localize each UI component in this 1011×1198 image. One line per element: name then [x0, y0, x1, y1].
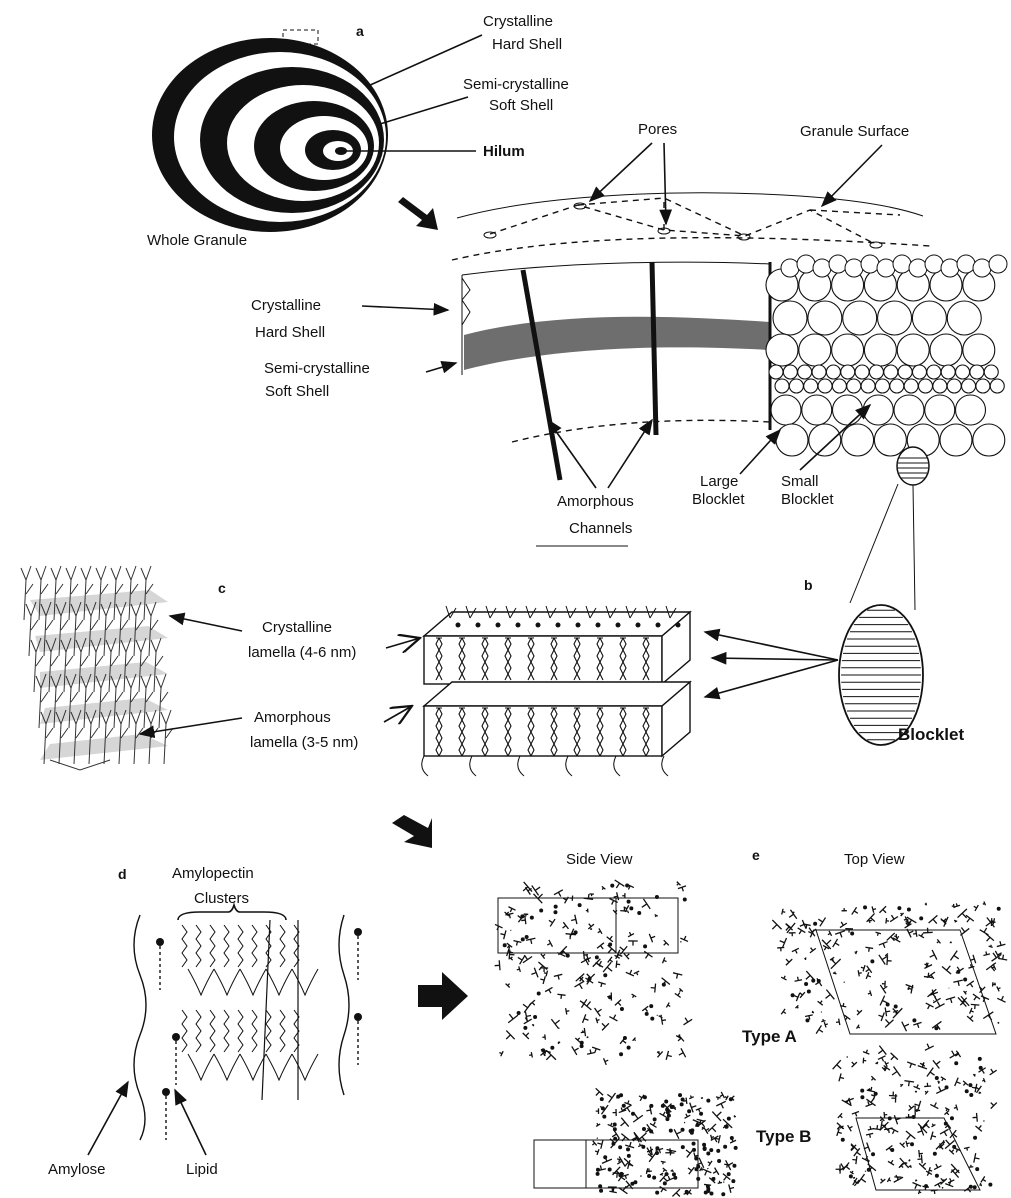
label-type-b: Type B: [756, 1127, 811, 1146]
label-crystalline-lamella-1: Crystalline: [262, 619, 332, 636]
label-crystalline-lamella-2: lamella (4-6 nm): [248, 644, 356, 661]
label-crystalline-a: Crystalline: [483, 13, 553, 30]
arrow-to-d: [392, 815, 432, 848]
label-amylose: Amylose: [48, 1161, 106, 1178]
leader-large-blocklet: [740, 430, 780, 474]
panel-letter-a: a: [356, 23, 364, 39]
panel-letter-b: b: [804, 577, 813, 593]
leader-semi-crystalline-left: [426, 363, 456, 372]
label-pores: Pores: [638, 121, 677, 138]
label-amorphous: Amorphous: [557, 493, 634, 510]
label-hilum: Hilum: [483, 143, 525, 160]
blocklet-grid: [766, 255, 1007, 456]
arrow-amorphous-lamella: [384, 706, 412, 722]
amylopectin-cluster-schematic: [134, 915, 362, 1140]
label-amorphous-lamella-1: Amorphous: [254, 709, 331, 726]
label-blocklet-small: Blocklet: [781, 491, 834, 508]
granule-section: [462, 262, 770, 480]
panel-letter-d: d: [118, 866, 127, 882]
arrow-crystalline-lamella: [386, 638, 420, 648]
label-hard-shell-a: Hard Shell: [492, 36, 562, 53]
selected-blocklet: [897, 447, 929, 485]
arrow-blocklet-3: [705, 660, 838, 697]
arrow-to-section: [398, 197, 438, 230]
leader-pores-1: [590, 143, 652, 201]
label-side-view: Side View: [566, 851, 633, 868]
leader-amylose: [88, 1082, 128, 1155]
label-amylopectin: Amylopectin: [172, 865, 254, 882]
label-blocklet: Blocklet: [898, 725, 964, 744]
leader-lipid: [175, 1090, 206, 1155]
label-crystalline-left: Crystalline: [251, 297, 321, 314]
leader-semi-crystalline: [380, 97, 468, 124]
panel-letter-e: e: [752, 847, 760, 863]
lamella-stack: [422, 606, 690, 776]
label-lipid: Lipid: [186, 1161, 218, 1178]
leader-amorphous-2: [608, 420, 652, 488]
label-granule-surface: Granule Surface: [800, 123, 909, 140]
label-clusters: Clusters: [194, 890, 249, 907]
label-soft-shell-a: Soft Shell: [489, 97, 553, 114]
blocklet-zoom-line-2: [913, 485, 915, 610]
leader-amorphous-lamella: [140, 718, 242, 734]
arrow-blocklet-2: [712, 658, 838, 660]
blocklet-zoom-line-1: [850, 484, 898, 603]
label-soft-shell-left: Soft Shell: [265, 383, 329, 400]
leader-granule-surface: [822, 145, 882, 206]
label-type-a: Type A: [742, 1027, 797, 1046]
label-small: Small: [781, 473, 819, 490]
label-channels: Channels: [569, 520, 632, 537]
label-top-view: Top View: [844, 851, 905, 868]
label-large: Large: [700, 473, 738, 490]
label-amorphous-lamella-2: lamella (3-5 nm): [250, 734, 358, 751]
arrow-to-e: [418, 972, 468, 1020]
granule-surface-cap: [452, 193, 930, 260]
whole-granule-rings: [152, 30, 388, 232]
label-hard-shell-left: Hard Shell: [255, 324, 325, 341]
label-semi-crystalline-left: Semi-crystalline: [264, 360, 370, 377]
label-whole-granule: Whole Granule: [147, 232, 247, 249]
panel-letter-c: c: [218, 580, 226, 596]
leader-pores-2: [664, 143, 666, 224]
amylopectin-cluster-tree: [21, 566, 173, 770]
label-semi-crystalline-a: Semi-crystalline: [463, 76, 569, 93]
label-blocklet-large: Blocklet: [692, 491, 745, 508]
arrow-blocklet-1: [705, 632, 838, 660]
clusters-brace: [178, 905, 286, 920]
leader-crystalline-lamella: [170, 616, 242, 631]
leader-crystalline-left: [362, 306, 448, 310]
